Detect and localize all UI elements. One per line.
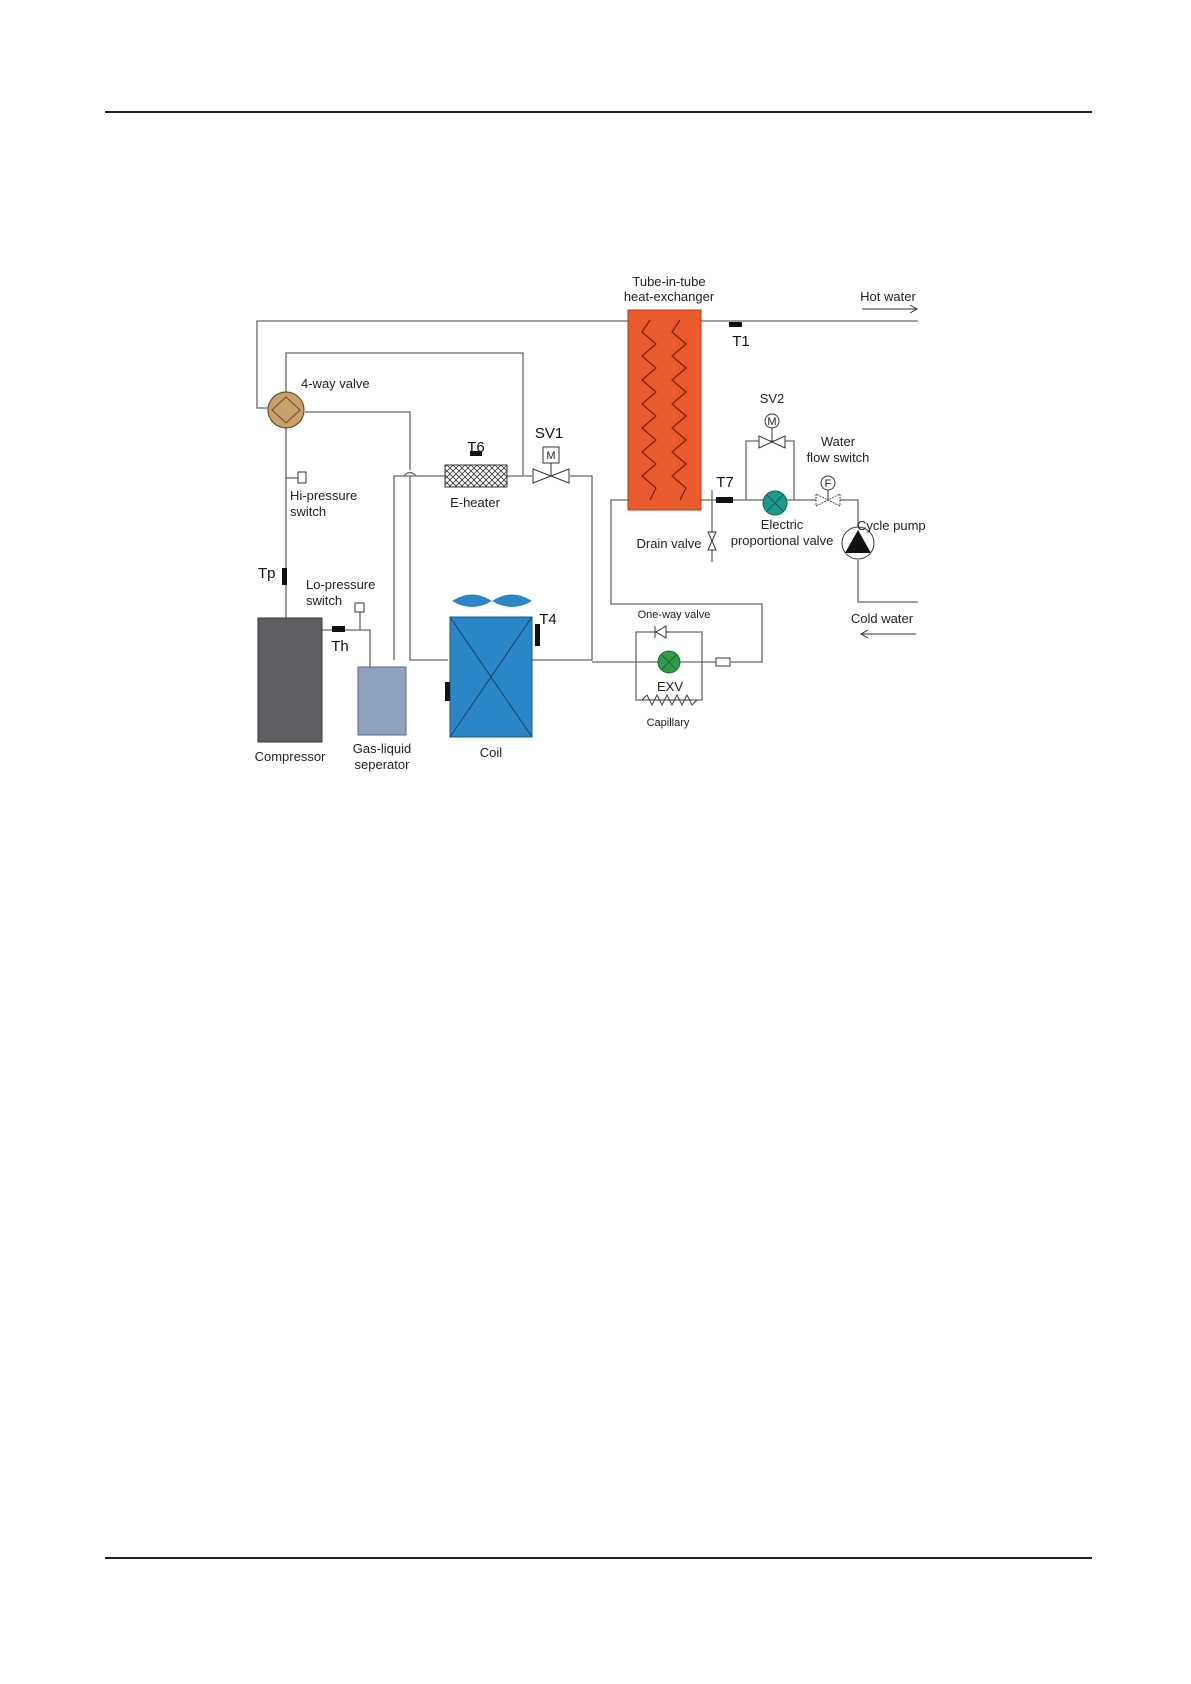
cold-water-arrow-icon bbox=[861, 630, 916, 638]
four-way-valve-icon bbox=[268, 392, 304, 428]
tp-label: Tp bbox=[258, 565, 276, 582]
t7-label: T7 bbox=[716, 474, 734, 491]
electric-proportional-valve-label-line1: Electric bbox=[761, 517, 804, 532]
sv1-motor-symbol: M bbox=[546, 450, 555, 462]
one-way-valve-icon bbox=[655, 626, 666, 638]
capillary-label: Capillary bbox=[647, 717, 690, 729]
hi-pressure-switch-label-line2: switch bbox=[290, 504, 326, 519]
t1-label: T1 bbox=[732, 333, 750, 350]
water-flow-switch-label-line1: Water bbox=[821, 434, 856, 449]
th-label: Th bbox=[331, 638, 349, 655]
coil bbox=[450, 617, 532, 737]
hot-water-label: Hot water bbox=[860, 289, 916, 304]
coil-sensor bbox=[445, 682, 450, 701]
exv-icon bbox=[658, 651, 680, 673]
lo-pressure-switch-icon bbox=[355, 603, 364, 612]
e-heater bbox=[445, 465, 507, 487]
compressor bbox=[258, 618, 322, 742]
fan-icon bbox=[452, 595, 532, 608]
sv2-label: SV2 bbox=[760, 391, 785, 406]
water-flow-switch-label-line2: flow switch bbox=[807, 450, 870, 465]
electric-proportional-valve-icon bbox=[763, 491, 787, 515]
four-way-valve-label: 4-way valve bbox=[301, 376, 370, 391]
heat-exchanger-label-line1: Tube-in-tube bbox=[632, 274, 705, 289]
exv-label: EXV bbox=[657, 679, 683, 694]
sv2-motor-symbol: M bbox=[767, 416, 776, 428]
filter-icon bbox=[716, 658, 730, 666]
cycle-pump-label: Cycle pump bbox=[857, 518, 926, 533]
one-way-valve-label: One-way valve bbox=[638, 609, 711, 621]
coil-label: Coil bbox=[480, 745, 503, 760]
lo-pressure-switch-label-line2: switch bbox=[306, 593, 342, 608]
gas-liquid-separator-label-line1: Gas-liquid bbox=[353, 741, 412, 756]
water-flow-switch-symbol: F bbox=[825, 478, 832, 490]
heat-exchanger-label-line2: heat-exchanger bbox=[624, 289, 715, 304]
cold-water-label: Cold water bbox=[851, 611, 914, 626]
t1-sensor bbox=[729, 322, 742, 327]
tube-in-tube-heat-exchanger bbox=[628, 310, 701, 510]
gas-liquid-separator bbox=[358, 667, 406, 735]
t6-label: T6 bbox=[467, 439, 485, 456]
tp-sensor bbox=[282, 568, 287, 585]
drain-valve-label: Drain valve bbox=[636, 536, 701, 551]
hot-water-arrow-icon bbox=[862, 305, 917, 313]
hi-pressure-switch-icon bbox=[298, 472, 306, 483]
electric-proportional-valve-label-line2: proportional valve bbox=[731, 533, 834, 548]
sv1-label: SV1 bbox=[535, 425, 563, 442]
hi-pressure-switch-label-line1: Hi-pressure bbox=[290, 488, 357, 503]
lo-pressure-switch-label-line1: Lo-pressure bbox=[306, 577, 375, 592]
th-sensor bbox=[332, 626, 345, 632]
gas-liquid-separator-label-line2: seperator bbox=[355, 757, 411, 772]
t7-sensor bbox=[716, 497, 733, 503]
e-heater-label: E-heater bbox=[450, 495, 501, 510]
compressor-label: Compressor bbox=[255, 749, 326, 764]
drain-valve-icon bbox=[708, 532, 716, 550]
t4-label: T4 bbox=[539, 611, 557, 628]
